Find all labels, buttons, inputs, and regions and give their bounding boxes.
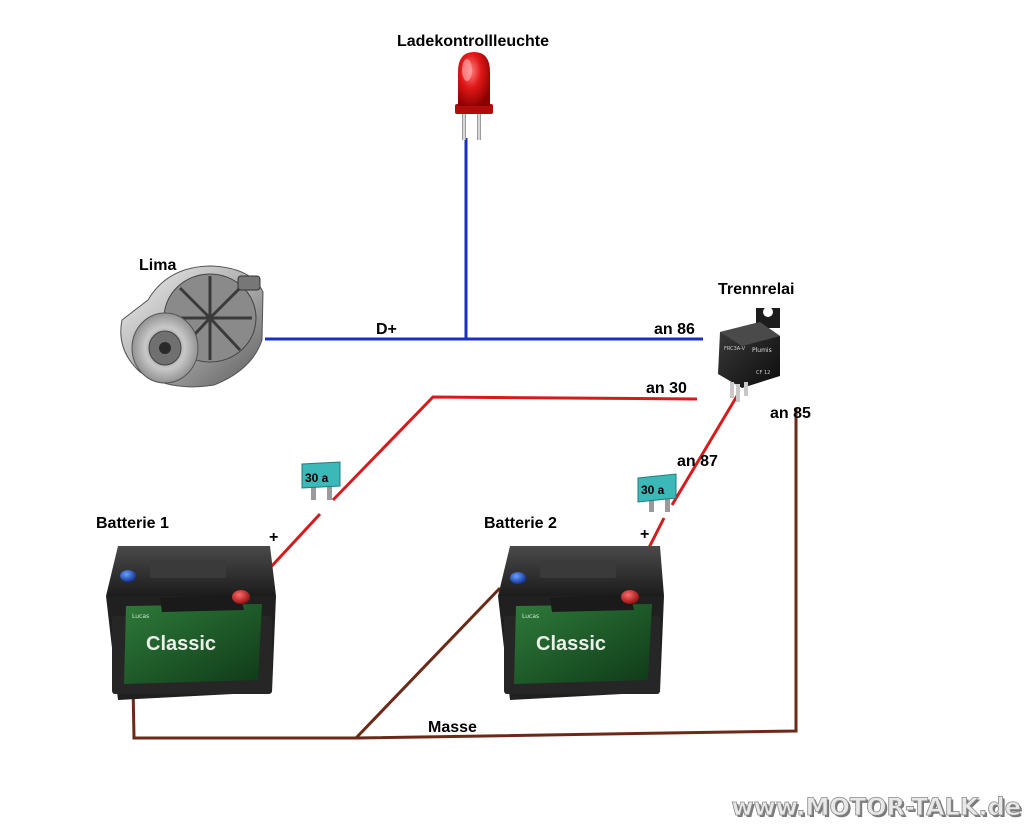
pin86-label: an 86 [654,321,695,338]
watermark-shadow: www.MOTOR-TALK.de [733,795,1023,823]
ground-label: Masse [428,719,477,736]
pin87-wire [670,395,739,506]
relay-brand: Plumis [752,347,772,354]
battery2-ground-wire [354,586,502,740]
lamp-label: Ladekontrollleuchte [397,33,549,50]
fuse-2: 30 a [637,473,677,512]
battery-2-label: Batterie 2 [484,515,557,532]
fuse-1: 30 a [301,461,341,500]
car-battery-icon: Lucas Classic [106,546,276,700]
battery-2-maker: Lucas [522,613,539,620]
pin87-label: an 87 [677,453,718,470]
pin30-label: an 30 [646,380,687,397]
relay-label: Trennrelai [718,281,794,298]
led-icon [455,52,493,140]
battery-2: Lucas Classic [498,546,664,700]
battery-1-label: Batterie 1 [96,515,169,532]
battery-1: Lucas Classic [106,546,276,700]
alternator-icon [120,265,264,388]
watermark-text: www.MOTOR-TALK.de [731,793,1021,821]
battery-2-plus: + [640,526,649,543]
fuse-2-label: 30 a [641,483,665,497]
battery-1-maker: Lucas [132,613,149,620]
alternator-label: Lima [139,257,176,274]
d-plus-label: D+ [376,321,397,338]
signal-wires [265,138,703,341]
relay-icon: Plumis FRC3A-V CF 12 [718,307,780,402]
pin85-label: an 85 [770,405,811,422]
watermark: www.MOTOR-TALK.de www.MOTOR-TALK.de [731,793,1023,823]
relay-model: FRC3A-V [724,346,746,352]
pin30-wire [331,395,698,502]
fuse-1-label: 30 a [305,471,329,485]
battery-1-plus: + [269,529,278,546]
blade-fuse-icon: 30 a [637,473,677,512]
car-battery-icon: Lucas Classic [498,546,664,700]
battery-1-brand: Classic [146,633,216,655]
relay-code: CF 12 [756,370,770,376]
labels: Ladekontrollleuchte Lima Trennrelai D+ a… [96,33,811,736]
blade-fuse-icon: 30 a [301,461,341,500]
battery-2-brand: Classic [536,633,606,655]
